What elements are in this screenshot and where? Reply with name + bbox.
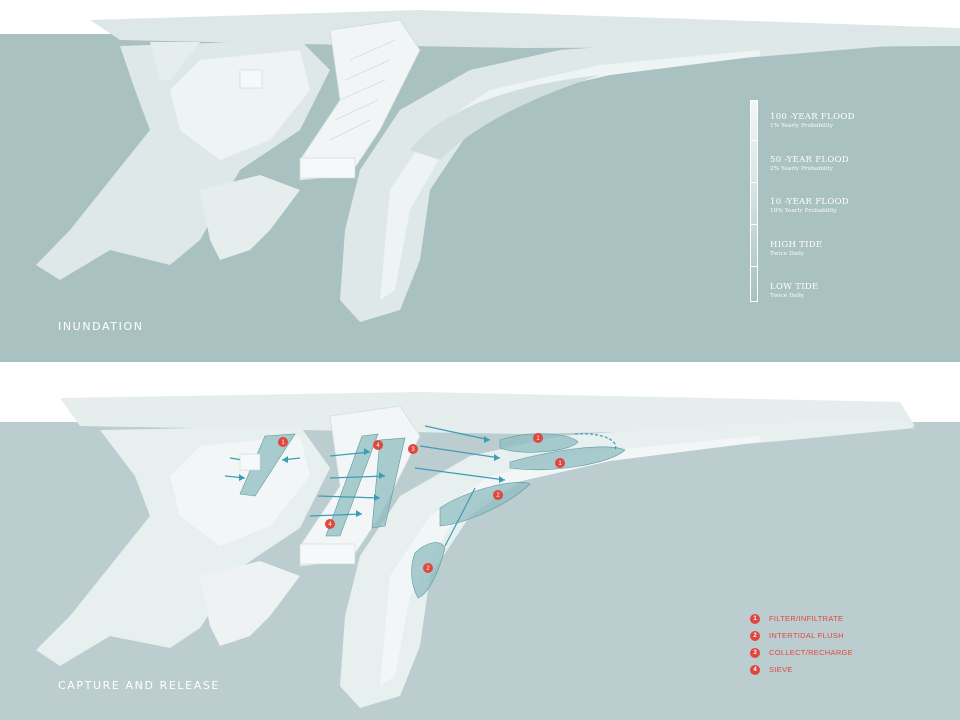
svg-text:4: 4 [376, 443, 380, 449]
pier-lines [329, 39, 396, 141]
flow-arrow [329, 451, 371, 457]
marker-filter-2: 1 [533, 433, 543, 443]
building [299, 543, 356, 565]
panel-title: INUNDATION [58, 320, 144, 333]
legend-item-collect-recharge: 3 COLLECT/RECHARGE [750, 644, 910, 661]
marker-sieve-1: 4 [373, 440, 383, 450]
shoreline-strip [60, 392, 915, 434]
legend-number-badge: 2 [750, 630, 760, 641]
legend-number-badge: 4 [750, 664, 760, 675]
legend-number-badge: 3 [750, 647, 760, 658]
land-peninsula [200, 561, 300, 646]
land-peninsula [200, 175, 300, 260]
flood-legend: 100 -YEAR FLOOD 1% Yearly Probability 50… [750, 100, 870, 302]
legend-item-50-year-flood: 50 -YEAR FLOOD 2% Yearly Probability [770, 155, 850, 172]
wetland-cell [439, 481, 531, 527]
capture-release-map: 1 4 3 1 1 2 4 2 [0, 378, 960, 720]
svg-text:1: 1 [558, 461, 562, 467]
inner-lagoon [410, 75, 600, 160]
flood-gradient-bar [750, 100, 758, 302]
flow-arrow [574, 433, 617, 451]
flow-arrow [317, 495, 381, 499]
legend-item-10-year-flood: 10 -YEAR FLOOD 10% Yearly Probability [770, 197, 850, 214]
strategy-legend: 1 FILTER/INFILTRATE 2 INTERTIDAL FLUSH 3… [750, 610, 910, 678]
flow-arrow [414, 467, 506, 481]
arrow-heads [239, 436, 505, 517]
flow-arrows [224, 425, 617, 547]
flow-arrow [329, 475, 386, 479]
flow-arrow [444, 487, 476, 547]
svg-text:1: 1 [281, 440, 285, 446]
svg-text:2: 2 [496, 493, 500, 499]
legend-item-sieve: 4 SIEVE [750, 661, 910, 678]
jetty [150, 42, 200, 80]
wetland-cell [499, 433, 579, 453]
panel-title: CAPTURE AND RELEASE [58, 679, 220, 692]
legend-item-filter-infiltrate: 1 FILTER/INFILTRATE [750, 610, 910, 627]
flow-arrow [309, 513, 363, 517]
legend-item-intertidal-flush: 2 INTERTIDAL FLUSH [750, 627, 910, 644]
marker-flush-1: 2 [493, 490, 503, 500]
marker-flush-2: 2 [423, 563, 433, 573]
legend-item-low-tide: LOW TIDE Twice Daily [770, 282, 819, 299]
marker-sieve-2: 4 [325, 519, 335, 529]
wetland-cell [239, 433, 296, 497]
building [299, 157, 356, 179]
svg-text:1: 1 [536, 436, 540, 442]
land-mass-west-highlight [170, 50, 310, 160]
wetland-cell [325, 433, 379, 537]
marker-collect-1: 3 [408, 444, 418, 454]
building [239, 69, 263, 89]
svg-text:3: 3 [411, 447, 415, 453]
flow-arrow [419, 445, 501, 459]
legend-item-100-year-flood: 100 -YEAR FLOOD 1% Yearly Probability [770, 112, 855, 129]
legend-item-high-tide: HIGH TIDE Twice Daily [770, 240, 823, 257]
inundation-panel: INUNDATION 100 -YEAR FLOOD 1% Yearly Pro… [0, 10, 960, 362]
svg-text:2: 2 [426, 566, 430, 572]
legend-number-badge: 1 [750, 613, 760, 624]
strategy-markers: 1 4 3 1 1 2 4 2 [278, 433, 565, 573]
inundation-map [0, 10, 960, 362]
building [239, 453, 261, 471]
wetland-cell [509, 446, 626, 471]
marker-filter-1: 1 [278, 437, 288, 447]
marker-filter-3: 1 [555, 458, 565, 468]
capture-release-panel: 1 4 3 1 1 2 4 2 CAPTURE AND RELEASE 1 FI… [0, 378, 960, 720]
flow-arrow [424, 425, 491, 441]
svg-text:4: 4 [328, 522, 332, 528]
